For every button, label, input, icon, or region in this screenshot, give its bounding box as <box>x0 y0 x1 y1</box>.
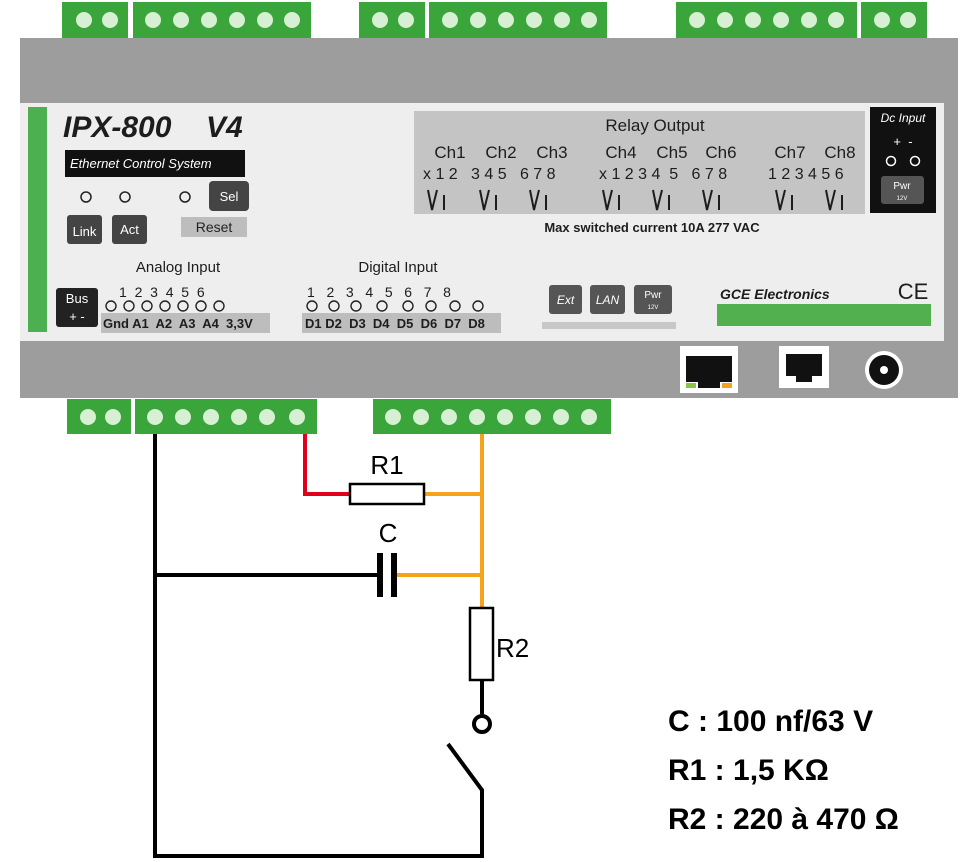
reset-label-box <box>181 217 247 237</box>
relay-channel-label: Ch3 <box>536 143 567 162</box>
analog-labels-box <box>101 313 270 333</box>
dc-jack <box>865 351 903 389</box>
dc-input-polarity: + - <box>893 134 912 149</box>
r2-label: R2 <box>496 633 529 663</box>
pwr-led-box-front <box>634 285 672 314</box>
top-terminal-screws <box>76 12 916 28</box>
digital-input-title: Digital Input <box>358 259 438 276</box>
pwr-label-front: Pwr <box>644 290 662 301</box>
status-leds <box>80 191 191 203</box>
model-version: V4 <box>206 111 243 144</box>
relay-channel-label: Ch7 <box>774 143 805 162</box>
top-terminal-blocks <box>62 2 927 38</box>
digital-input-terminals <box>306 300 484 312</box>
relay-max-current: Max switched current 10A 277 VAC <box>544 220 760 235</box>
pwr-led-box <box>881 176 924 204</box>
dc-input-title: Dc Input <box>881 111 926 125</box>
relay-channel-label: Ch2 <box>485 143 516 162</box>
bottom-terminal-blocks <box>67 399 611 434</box>
wire-black <box>153 434 484 858</box>
resistor-r2 <box>468 606 495 682</box>
digital-input-numbers: 1 2 3 4 5 6 7 8 <box>307 284 451 300</box>
bus-box <box>56 288 98 327</box>
brand-name: GCE Electronics <box>720 286 830 302</box>
relay-pins-right: 1 2 3 4 5 6 <box>768 166 844 183</box>
relay-channel-label: Ch1 <box>434 143 465 162</box>
analog-input-terminals <box>105 300 225 312</box>
ethernet-port-lan <box>680 346 738 393</box>
resistor-r1 <box>348 482 426 506</box>
link-led-label-box <box>67 215 102 244</box>
wire-orange <box>397 434 484 608</box>
relay-pins-left: x 1 2 3 4 5 6 7 8 <box>423 166 556 183</box>
model-name: IPX-800 <box>63 111 172 144</box>
sel-button[interactable] <box>209 181 249 211</box>
wire-red <box>303 434 350 496</box>
component-specs: C : 100 nf/63 V R1 : 1,5 KΩ R2 : 220 à 4… <box>668 705 899 836</box>
relay-contact-symbols <box>427 189 843 211</box>
r1-label: R1 <box>370 450 403 480</box>
bus-polarity: + - <box>69 309 85 324</box>
relay-channel-label: Ch5 <box>656 143 687 162</box>
analog-input-labels: Gnd A1 A2 A3 A4 3,3V <box>103 316 253 331</box>
ext-led-box <box>549 285 582 314</box>
pwr-label: Pwr <box>893 181 911 192</box>
pwr-voltage: 12V <box>897 196 908 202</box>
bottom-terminal-screws <box>80 409 597 425</box>
relay-output-title: Relay Output <box>605 116 704 135</box>
analog-input-title: Analog Input <box>136 259 221 276</box>
reset-label: Reset <box>196 219 233 235</box>
ce-mark: CE <box>898 279 929 304</box>
relay-channel-label: Ch8 <box>824 143 855 162</box>
relay-output-panel <box>414 111 865 214</box>
spec-r2: R2 : 220 à 470 Ω <box>668 803 899 836</box>
relay-channel-label: Ch6 <box>705 143 736 162</box>
analog-input-numbers: 1 2 3 4 5 6 <box>119 284 205 300</box>
ext-label: Ext <box>557 293 575 307</box>
lan-label: LAN <box>596 293 620 307</box>
pwr-voltage-front: 12V <box>648 305 659 311</box>
relay-channel-labels: Ch1 Ch2 Ch3 Ch4 Ch5 Ch6 Ch7 Ch8 <box>434 143 855 162</box>
dc-input-terminals <box>885 155 921 167</box>
act-led-label-box <box>112 215 147 244</box>
subtitle-box <box>65 150 245 177</box>
sel-button-label: Sel <box>220 189 239 204</box>
bus-label: Bus <box>66 291 89 306</box>
act-led-label: Act <box>120 222 139 237</box>
switch-contact <box>472 714 492 734</box>
digital-input-labels: D1 D2 D3 D4 D5 D6 D7 D8 <box>305 316 485 331</box>
c-label: C <box>379 518 398 548</box>
subtitle: Ethernet Control System <box>70 156 212 171</box>
status-underline <box>542 322 676 329</box>
spec-r1: R1 : 1,5 KΩ <box>668 754 829 787</box>
left-green-strip <box>28 107 47 332</box>
capacitor-c <box>377 553 397 597</box>
relay-channel-label: Ch4 <box>605 143 636 162</box>
relay-pins-mid: x 1 2 3 4 5 6 7 8 <box>599 166 727 183</box>
spec-capacitor: C : 100 nf/63 V <box>668 705 873 738</box>
digital-labels-box <box>302 313 501 333</box>
brand-green-bar <box>717 304 931 326</box>
link-led-label: Link <box>73 224 97 239</box>
ethernet-port-ext <box>779 346 829 388</box>
lan-led-box <box>590 285 625 314</box>
